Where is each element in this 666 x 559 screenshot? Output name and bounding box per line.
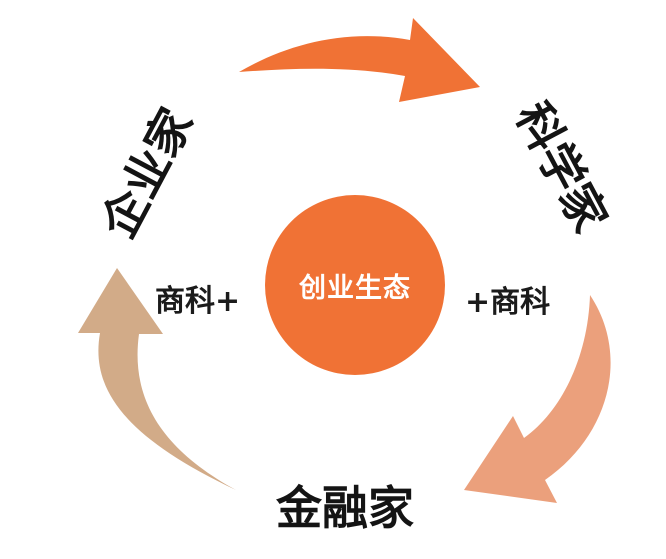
financier-label: 金融家 <box>276 481 414 535</box>
center-label: 创业生态 <box>299 272 411 304</box>
left-link-label: 商科+ <box>155 284 241 319</box>
left-arrow <box>78 268 236 490</box>
right-link-label: +商科 <box>465 285 551 320</box>
right-arrow <box>464 295 611 503</box>
center-circle: 创业生态 <box>265 195 445 375</box>
top-arrow <box>239 18 480 102</box>
